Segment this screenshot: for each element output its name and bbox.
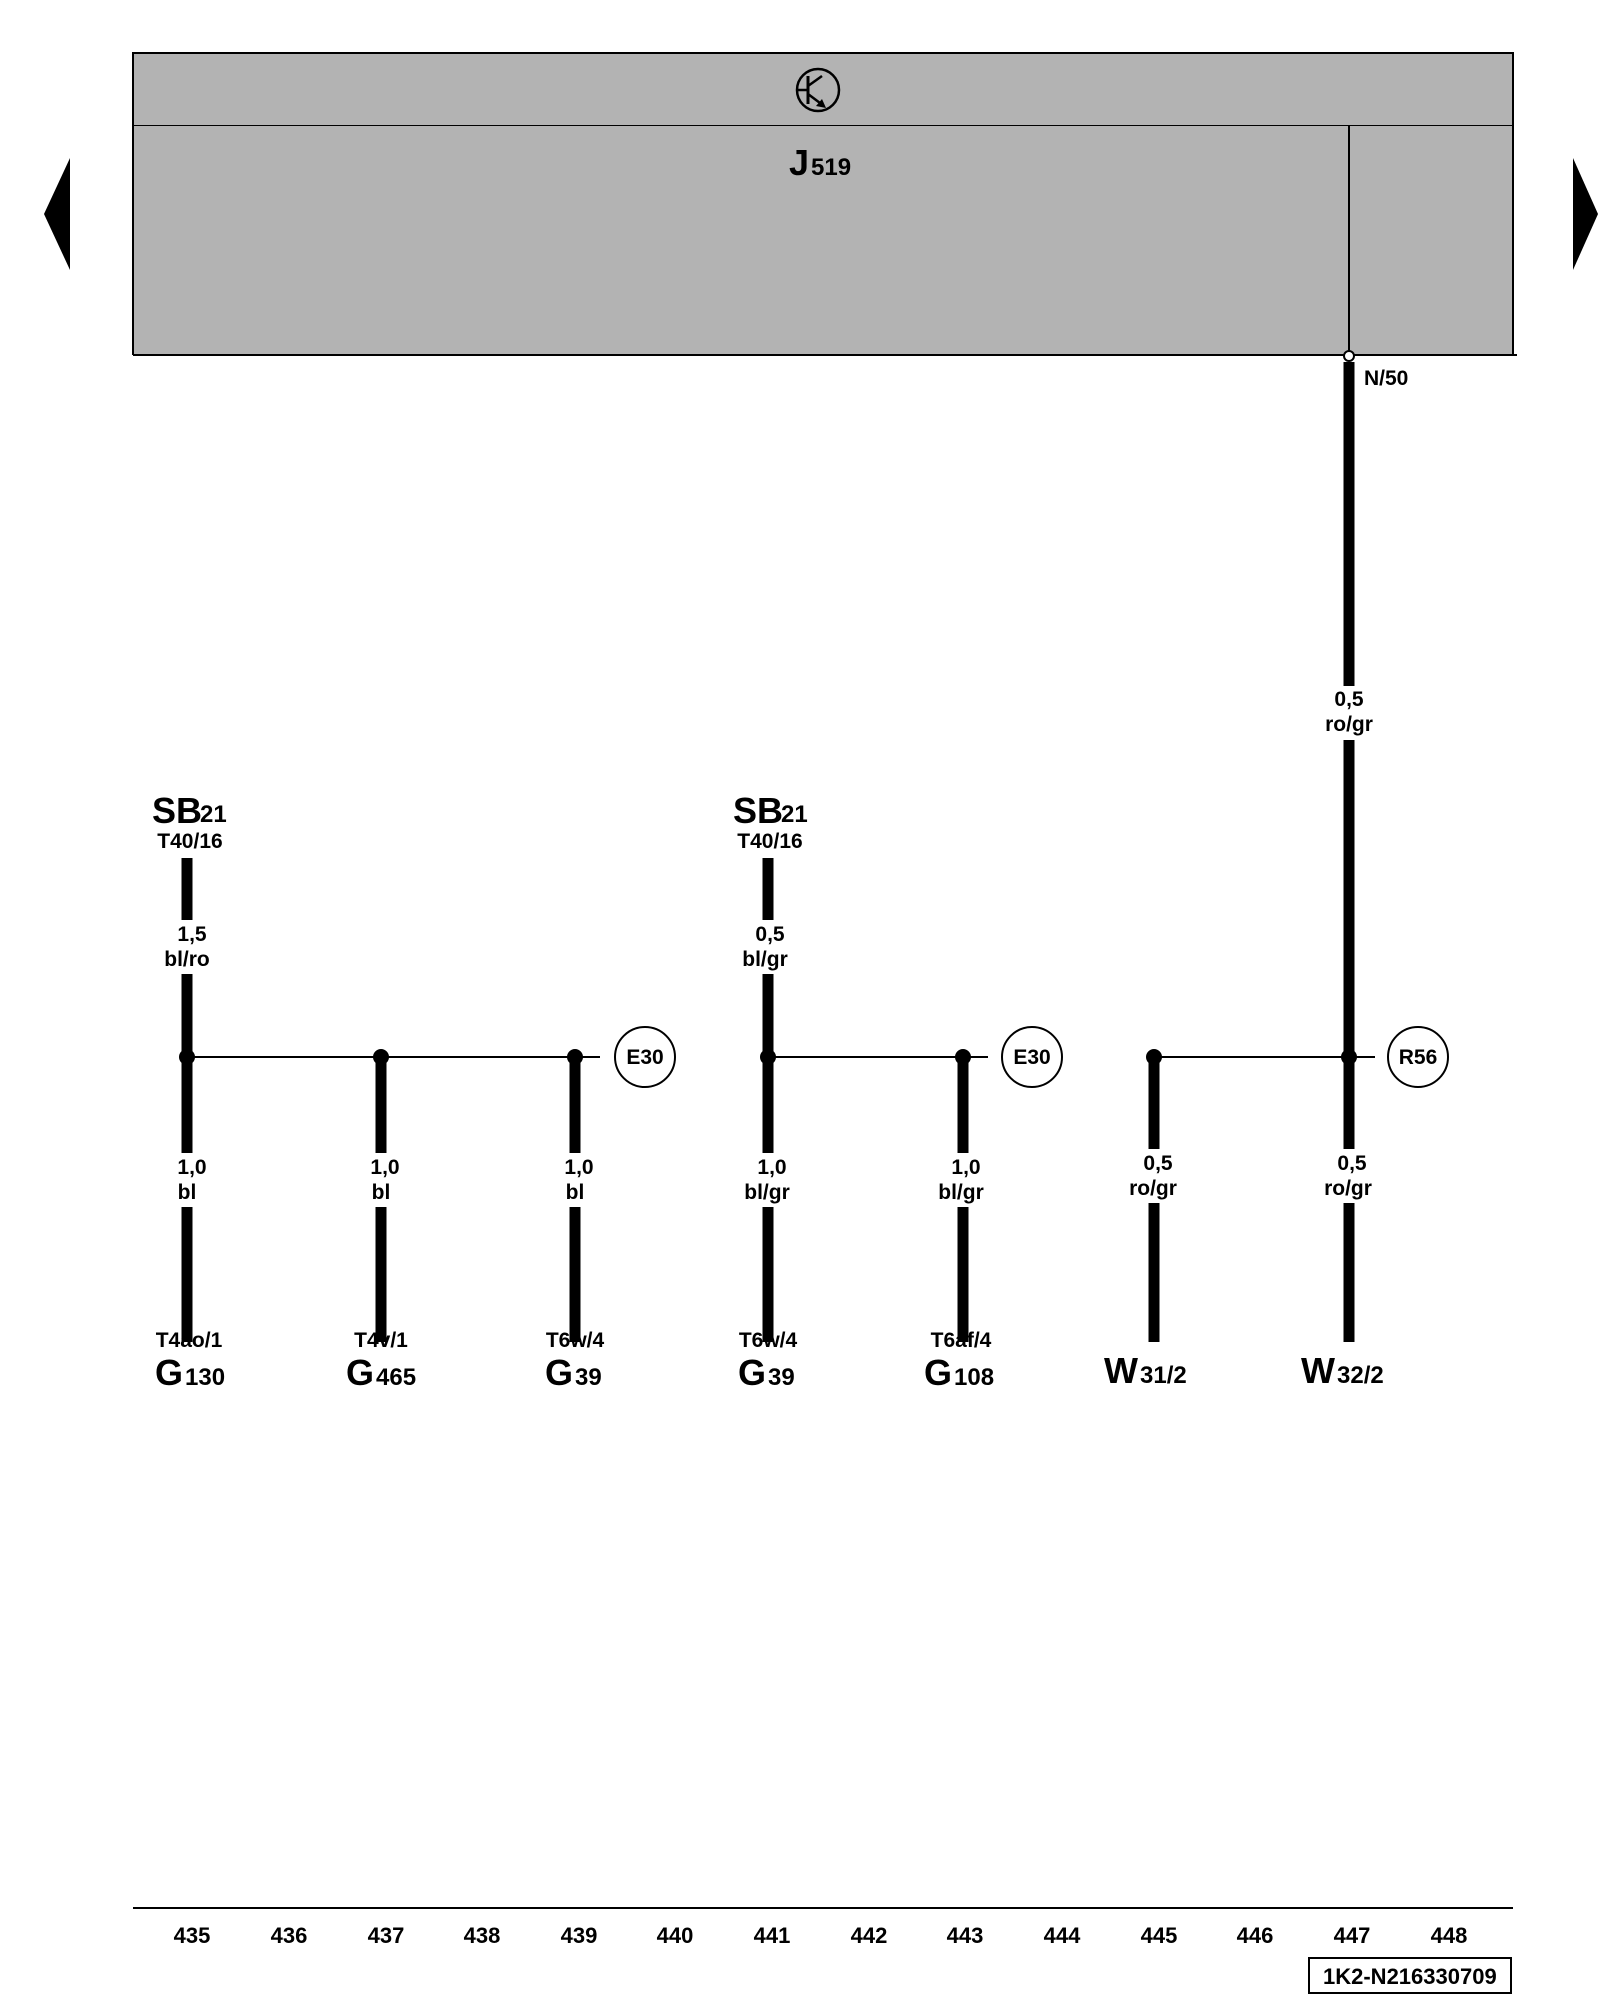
fuse-source-2-gauge: 0,5	[755, 923, 785, 946]
fuse-source-1-gauge: 1,5	[177, 923, 207, 946]
branch-terminal: T4ao/1	[156, 1329, 223, 1352]
column-number: 443	[947, 1923, 984, 1948]
fuse-source-2-name: SB	[733, 790, 783, 831]
module-terminal-label: N/50	[1364, 367, 1408, 390]
branch-color: ro/gr	[1129, 1177, 1177, 1200]
main-wire-gauge: 0,5	[1334, 688, 1364, 711]
column-number: 442	[851, 1923, 888, 1948]
branch-color: bl	[178, 1181, 197, 1204]
branch-gauge: 1,0	[757, 1156, 786, 1179]
control-module: J 519 N/50	[132, 52, 1517, 390]
component-name: W	[1301, 1350, 1335, 1391]
branch-gauge: 0,5	[1337, 1152, 1367, 1175]
module-header-band	[132, 52, 1514, 127]
branch-G39-1: 1,0 bl T6w/4 G 39	[545, 1057, 604, 1393]
branch-W31: 0,5 ro/gr W 31/2	[1104, 1057, 1187, 1391]
arrow-right-icon[interactable]	[1573, 158, 1598, 270]
component-sub: 31/2	[1140, 1362, 1187, 1389]
column-number: 437	[368, 1923, 405, 1948]
branch-gauge: 1,0	[564, 1156, 593, 1179]
branch-terminal: T4v/1	[354, 1329, 408, 1352]
main-wire-color: ro/gr	[1325, 713, 1373, 736]
component-sub: 39	[768, 1364, 795, 1391]
arrow-left-icon[interactable]	[44, 158, 70, 270]
svg-text:E30: E30	[626, 1046, 663, 1069]
component-name: G	[738, 1352, 766, 1393]
module-name: J	[789, 142, 809, 183]
branch-G130: 1,0 bl T4ao/1 G 130	[155, 1057, 225, 1393]
branch-gauge: 1,0	[177, 1156, 206, 1179]
column-number: 447	[1334, 1923, 1371, 1948]
component-name: G	[155, 1352, 183, 1393]
branch-color: bl	[372, 1181, 391, 1204]
svg-text:R56: R56	[1399, 1046, 1438, 1069]
branch-W32: 0,5 ro/gr W 32/2	[1301, 1057, 1384, 1391]
column-number: 445	[1141, 1923, 1178, 1948]
component-sub: 39	[575, 1364, 602, 1391]
branch-G465: 1,0 bl T4v/1 G 465	[346, 1057, 416, 1393]
fuse-source-2: SB 21 T40/16 0,5 bl/gr	[733, 790, 808, 1057]
document-id: 1K2-N216330709	[1308, 1957, 1512, 1994]
branch-color: bl	[566, 1181, 585, 1204]
component-name: G	[346, 1352, 374, 1393]
branch-G108: 1,0 bl/gr T6af/4 G 108	[924, 1057, 994, 1393]
component-sub: 465	[376, 1364, 416, 1391]
connector-R56: R56	[1387, 1026, 1449, 1088]
column-number: 441	[754, 1923, 791, 1948]
column-numbers: 435 436 437 438 439 440 441 442 443 444 …	[174, 1923, 1468, 1948]
fuse-source-2-sub: 21	[781, 801, 808, 828]
connector-E30-1: E30	[614, 1026, 676, 1088]
component-name: W	[1104, 1350, 1138, 1391]
component-name: G	[545, 1352, 573, 1393]
module-terminal-pin	[1343, 350, 1355, 362]
column-number: 446	[1237, 1923, 1274, 1948]
column-number: 436	[271, 1923, 308, 1948]
fuse-source-2-terminal: T40/16	[737, 830, 802, 853]
svg-text:1K2-N216330709: 1K2-N216330709	[1323, 1964, 1497, 1989]
column-number: 438	[464, 1923, 501, 1948]
module-body	[133, 126, 1513, 355]
transistor-icon	[795, 67, 841, 113]
column-number: 448	[1431, 1923, 1468, 1948]
column-number: 435	[174, 1923, 211, 1948]
svg-text:E30: E30	[1013, 1046, 1050, 1069]
fuse-source-2-color: bl/gr	[742, 948, 788, 971]
branch-gauge: 0,5	[1143, 1152, 1173, 1175]
branch-G39-2: 1,0 bl/gr T6w/4 G 39	[738, 1057, 797, 1393]
module-sub: 519	[811, 154, 851, 181]
branch-gauge: 1,0	[951, 1156, 980, 1179]
fuse-source-1-color: bl/ro	[164, 948, 210, 971]
branch-color: bl/gr	[938, 1181, 984, 1204]
branch-color: ro/gr	[1324, 1177, 1372, 1200]
branch-terminal: T6af/4	[931, 1329, 992, 1352]
component-name: G	[924, 1352, 952, 1393]
fuse-source-1: SB 21 T40/16 1,5 bl/ro	[152, 790, 227, 1057]
component-sub: 108	[954, 1364, 994, 1391]
main-wire: 0,5 ro/gr	[1325, 362, 1373, 1057]
column-number: 444	[1044, 1923, 1081, 1948]
component-sub: 32/2	[1337, 1362, 1384, 1389]
fuse-source-1-terminal: T40/16	[157, 830, 222, 853]
branch-color: bl/gr	[744, 1181, 790, 1204]
connector-E30-2: E30	[1001, 1026, 1063, 1088]
component-sub: 130	[185, 1364, 225, 1391]
fuse-source-1-name: SB	[152, 790, 202, 831]
branch-terminal: T6w/4	[739, 1329, 798, 1352]
fuse-source-1-sub: 21	[200, 801, 227, 828]
branch-terminal: T6w/4	[546, 1329, 605, 1352]
column-number: 440	[657, 1923, 694, 1948]
column-number: 439	[561, 1923, 598, 1948]
branch-gauge: 1,0	[370, 1156, 399, 1179]
